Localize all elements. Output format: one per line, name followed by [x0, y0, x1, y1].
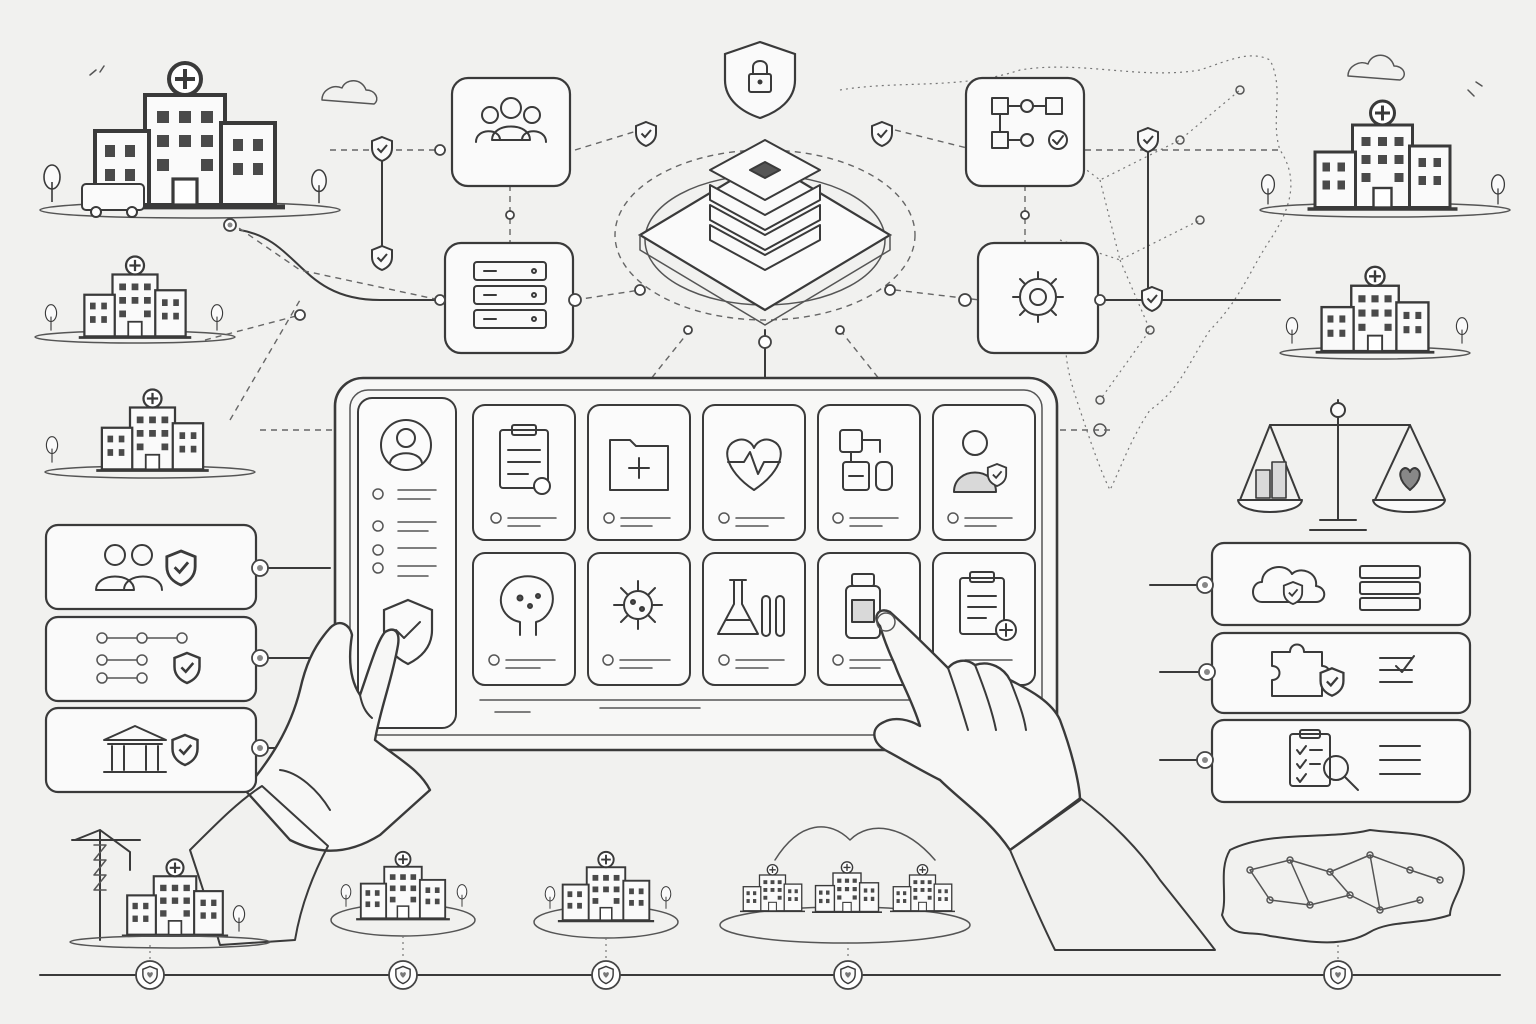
tile-lab-equipment[interactable]: [817, 404, 921, 541]
connection-nodes: [223, 144, 1106, 349]
ambulance-icon: [81, 183, 145, 218]
clouds: [321, 54, 1405, 105]
hospital-campus-left-top: [39, 63, 341, 219]
tile-brain-analysis[interactable]: [472, 552, 576, 686]
tile-medical-report[interactable]: [472, 404, 576, 541]
hospital-bottom-2: [533, 850, 679, 939]
panel-institution-protected[interactable]: [44, 706, 269, 794]
workflow-grid-card[interactable]: [964, 76, 1086, 188]
left-hand: [189, 621, 432, 946]
tile-medical-folder[interactable]: [587, 404, 691, 541]
timeline-markers: [135, 936, 1353, 990]
tile-virus-analysis[interactable]: [587, 552, 691, 686]
network-map: [1221, 829, 1465, 944]
panel-users-protected[interactable]: [44, 523, 269, 611]
hospital-network-cluster: [719, 826, 971, 944]
scales-icon: [1237, 399, 1446, 531]
secure-data-stack: [614, 139, 916, 326]
background-map: [839, 55, 1292, 492]
tile-patient-protected[interactable]: [932, 404, 1036, 541]
decorative-marks: [89, 65, 1483, 97]
users-group-card[interactable]: [450, 76, 572, 188]
hospital-campus-right-mid: [1279, 264, 1471, 360]
hospital-campus-right-top: [1259, 101, 1511, 218]
hospital-under-construction: [69, 829, 271, 949]
lock-shield-icon: [723, 40, 797, 120]
hospital-campus-left-mid: [34, 254, 236, 344]
hospital-campus-left-low: [44, 390, 256, 479]
panel-cloud-protected-server[interactable]: [1196, 541, 1472, 627]
right-hand: [873, 609, 1216, 951]
tile-heart-rate[interactable]: [702, 404, 806, 541]
settings-gear-card[interactable]: [976, 241, 1100, 355]
server-rack-card[interactable]: [443, 241, 575, 355]
panel-audit-inspection[interactable]: [1196, 718, 1472, 804]
tile-lab-flask[interactable]: [702, 552, 806, 686]
panel-network-protected[interactable]: [44, 615, 269, 703]
panel-integration-checklist[interactable]: [1198, 631, 1472, 715]
hospital-bottom-1: [330, 850, 476, 937]
